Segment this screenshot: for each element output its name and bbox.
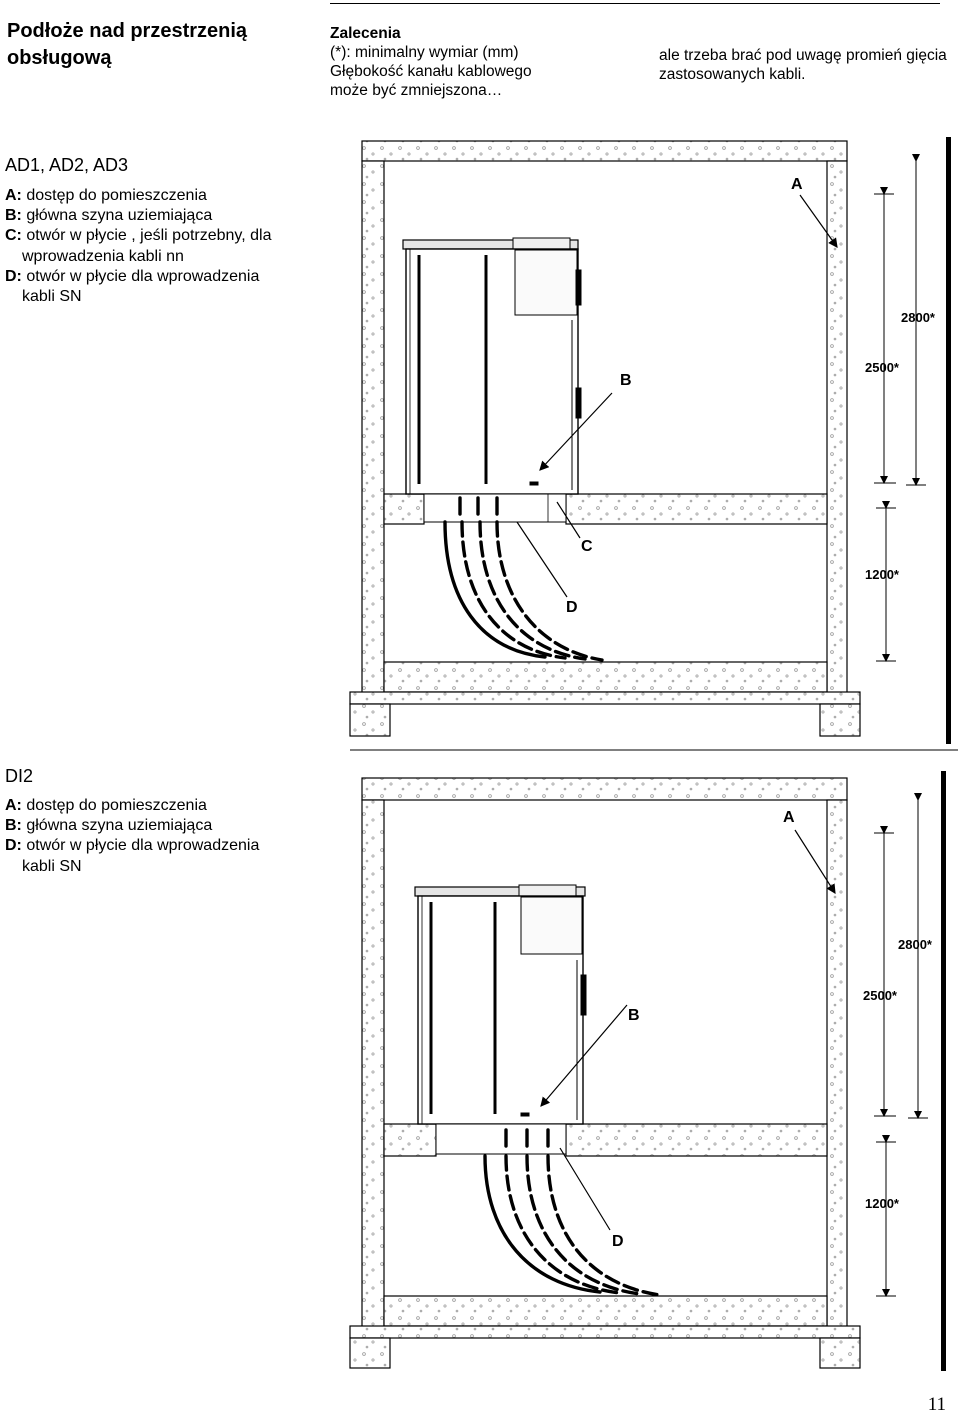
recommendations-title: Zalecenia [330, 25, 401, 42]
legend-text: otwór w płycie dla wprowadzenia kabli SN [22, 837, 260, 875]
recommendation-note: ale trzeba brać pod uwagę promień gięcia… [659, 47, 947, 83]
margin-bar [941, 771, 946, 1371]
legend-text: otwór w płycie dla wprowadzenia kabli SN [22, 267, 260, 306]
recommendation-line: może być zmniejszona… [330, 82, 503, 99]
diagram-labels: A B D 2800* 2500* 1200* [612, 809, 933, 1250]
legend-item: A: dostęp do pomieszczenia [5, 796, 275, 816]
top-rule [330, 3, 940, 4]
legend-key: B: [5, 817, 22, 835]
legend-key: D: [5, 837, 22, 855]
dimension-lines [874, 793, 928, 1297]
dim-1200: 1200* [865, 567, 900, 582]
mv-cables [443, 496, 604, 662]
section2-legend: A: dostęp do pomieszczenia B: główna szy… [5, 796, 275, 877]
mv-cables [483, 1128, 662, 1297]
dim-2800: 2800* [901, 310, 936, 325]
leader-lines [540, 829, 836, 1231]
legend-key: C: [5, 227, 22, 245]
legend-key: D: [5, 267, 22, 285]
switchgear-cabinet [414, 884, 587, 1155]
section2-title: DI2 [5, 766, 34, 786]
legend-key: A: [5, 797, 22, 814]
legend-item: D: otwór w płycie dla wprowadzenia kabli… [5, 267, 262, 307]
legend-item: B: główna szyna uziemiająca [5, 206, 295, 226]
leader-lines [516, 194, 838, 598]
section1-title: AD1, AD2, AD3 [5, 155, 129, 175]
dim-2500: 2500* [863, 988, 898, 1003]
dimension-lines [874, 154, 926, 662]
label-a: A [783, 809, 795, 826]
label-a: A [791, 176, 803, 193]
diagram-labels: A B C D 2800* 2500* 1200* [566, 176, 936, 616]
legend-key: A: [5, 187, 22, 204]
page-number: 11 [927, 1394, 946, 1415]
legend-item: C: otwór w płycie , jeśli potrzebny, dla… [5, 226, 297, 266]
label-c: C [581, 538, 593, 555]
label-b: B [628, 1007, 640, 1024]
dim-2800: 2800* [898, 937, 933, 952]
margin-bar [946, 137, 951, 744]
recommendation-line: Głębokość kanału kablowego [330, 63, 532, 80]
dim-1200: 1200* [865, 1196, 900, 1211]
label-d: D [566, 599, 578, 616]
label-b: B [620, 372, 632, 389]
recommendations: Zalecenia (*): minimalny wymiar (mm) Głę… [330, 24, 620, 100]
dim-2500: 2500* [865, 360, 900, 375]
legend-item: D: otwór w płycie dla wprowadzenia kabli… [5, 836, 262, 876]
legend-key: B: [5, 207, 22, 225]
legend-text: główna szyna uziemiająca [26, 817, 213, 835]
section1-legend: A: dostęp do pomieszczenia B: główna szy… [5, 186, 295, 307]
legend-item: B: główna szyna uziemiająca [5, 816, 275, 836]
building-walls [349, 140, 861, 737]
legend-text: dostęp do pomieszczenia [26, 797, 207, 814]
page-title: Podłoże nad przestrzenią obsługową [7, 20, 248, 69]
legend-item: A: dostęp do pomieszczenia [5, 186, 295, 206]
switchgear-cabinet [402, 237, 582, 523]
label-d: D [612, 1233, 624, 1250]
legend-text: dostęp do pomieszczenia [26, 187, 207, 204]
legend-text: otwór w płycie , jeśli potrzebny, dla wp… [22, 227, 272, 265]
recommendation-line: (*): minimalny wymiar (mm) [330, 44, 519, 61]
legend-text: główna szyna uziemiająca [26, 207, 213, 225]
